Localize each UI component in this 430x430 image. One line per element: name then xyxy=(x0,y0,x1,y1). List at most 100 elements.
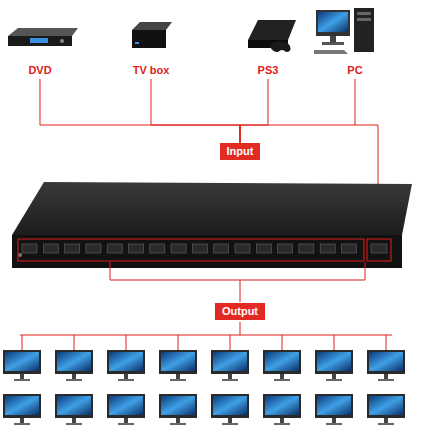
monitor-screen xyxy=(213,352,247,371)
hdmi-port xyxy=(65,244,80,253)
monitor-stand xyxy=(124,418,128,423)
hdmi-port xyxy=(214,244,229,253)
hdmi-port xyxy=(171,244,186,253)
monitor-frame xyxy=(3,394,41,418)
hdmi-switch xyxy=(12,182,412,268)
hdmi-port xyxy=(107,244,122,253)
monitor-base xyxy=(66,379,82,381)
monitor-base xyxy=(222,423,238,425)
monitor-stand xyxy=(280,418,284,423)
input-tag: Input xyxy=(220,143,261,160)
output-drop xyxy=(282,335,283,350)
hdmi-port xyxy=(299,244,314,253)
monitor-stand xyxy=(332,418,336,423)
monitor-screen xyxy=(5,396,39,415)
output-drop xyxy=(178,335,179,350)
output-tag: Output xyxy=(215,303,265,320)
input-highlight xyxy=(367,239,391,261)
monitor-frame xyxy=(367,394,405,418)
monitor-screen xyxy=(369,352,403,371)
monitor-frame xyxy=(263,350,301,374)
monitor-screen xyxy=(369,396,403,415)
hdmi-port xyxy=(192,244,207,253)
connector xyxy=(40,79,240,143)
output-bracket xyxy=(110,262,365,280)
output-wire xyxy=(240,280,241,302)
device-label: PC xyxy=(345,63,364,78)
monitor-screen xyxy=(213,396,247,415)
node-text: TV box xyxy=(133,64,170,77)
connector xyxy=(151,79,240,143)
monitor-frame xyxy=(159,350,197,374)
monitor-stand xyxy=(20,374,24,379)
monitor-stand xyxy=(176,418,180,423)
monitor-screen xyxy=(109,352,143,371)
node-text: Output xyxy=(222,305,258,318)
output-drop xyxy=(22,335,23,350)
hdmi-port xyxy=(86,244,101,253)
hdmi-port xyxy=(235,244,250,253)
monitor-grid xyxy=(3,335,405,425)
monitor-screen xyxy=(57,352,91,371)
monitor-base xyxy=(170,379,186,381)
monitor-stand xyxy=(280,374,284,379)
monitor-stand xyxy=(332,374,336,379)
monitor-stand xyxy=(228,418,232,423)
hdmi-port xyxy=(129,244,144,253)
node-text: PS3 xyxy=(258,64,279,77)
monitor-base xyxy=(118,379,134,381)
input-port xyxy=(371,244,387,253)
monitor-screen xyxy=(161,352,195,371)
device-label: DVD xyxy=(26,63,53,78)
output-drop xyxy=(74,335,75,350)
monitor-screen xyxy=(57,396,91,415)
monitor-screen xyxy=(161,396,195,415)
monitor-stand xyxy=(72,374,76,379)
monitor-frame xyxy=(3,350,41,374)
hdmi-port xyxy=(342,244,357,253)
monitor-base xyxy=(222,379,238,381)
monitor-stand xyxy=(228,374,232,379)
node-text: DVD xyxy=(28,64,51,77)
game-console xyxy=(248,20,296,52)
monitor-screen xyxy=(265,396,299,415)
monitor-base xyxy=(274,423,290,425)
monitor-stand xyxy=(176,374,180,379)
node-text: PC xyxy=(347,64,362,77)
tv-box xyxy=(132,22,172,48)
monitor-screen xyxy=(265,352,299,371)
monitor-base xyxy=(274,379,290,381)
monitor-base xyxy=(66,423,82,425)
monitor-frame xyxy=(55,394,93,418)
hdmi-port xyxy=(150,244,165,253)
monitor-frame xyxy=(263,394,301,418)
monitor-screen xyxy=(317,396,351,415)
monitor-frame xyxy=(107,350,145,374)
hdmi-port xyxy=(256,244,271,253)
monitor-frame xyxy=(107,394,145,418)
monitor-stand xyxy=(124,374,128,379)
output-ports xyxy=(22,244,357,253)
monitor-screen xyxy=(317,352,351,371)
monitor-stand xyxy=(384,374,388,379)
monitor-stand xyxy=(384,418,388,423)
monitor-frame xyxy=(315,350,353,374)
output-drop xyxy=(230,335,231,350)
device-label: PS3 xyxy=(256,63,281,78)
hdmi-port xyxy=(43,244,58,253)
output-highlight xyxy=(18,239,364,261)
monitor-base xyxy=(378,379,394,381)
monitor-base xyxy=(378,423,394,425)
monitor-frame xyxy=(315,394,353,418)
monitor-base xyxy=(170,423,186,425)
monitor-stand xyxy=(20,418,24,423)
monitor-frame xyxy=(55,350,93,374)
monitor-base xyxy=(118,423,134,425)
monitor-frame xyxy=(211,350,249,374)
output-bus xyxy=(20,335,392,336)
monitor-base xyxy=(326,379,342,381)
dvd-player xyxy=(8,28,78,46)
monitor-screen xyxy=(5,352,39,371)
